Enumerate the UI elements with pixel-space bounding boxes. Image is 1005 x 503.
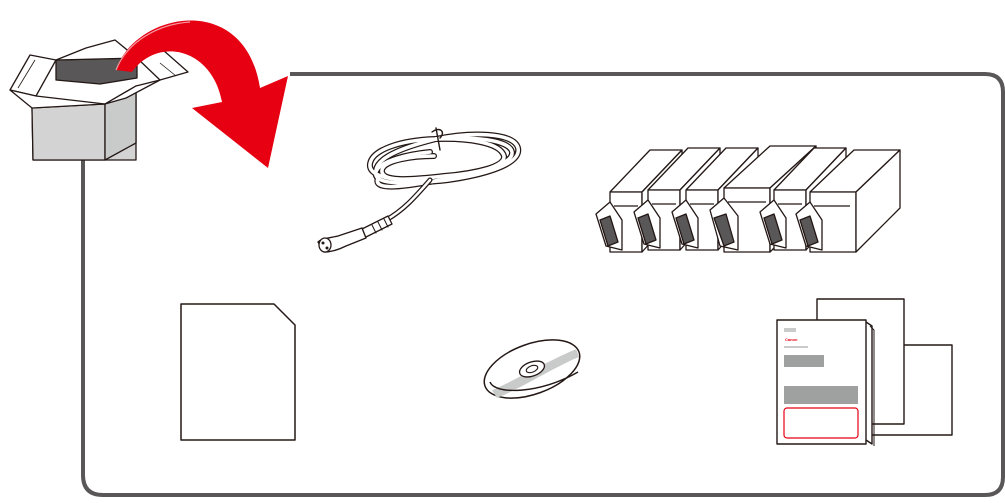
manual-brand-text: Canon (785, 337, 798, 342)
power-cord-icon (318, 128, 518, 252)
open-box-icon (10, 40, 188, 160)
document-sheet-icon (181, 304, 295, 440)
setup-cd-rom-icon (476, 328, 587, 409)
unpack-arrow-icon (116, 20, 288, 168)
ink-cartridges-icon (596, 146, 900, 252)
manuals-set-icon: Canon (777, 299, 952, 446)
